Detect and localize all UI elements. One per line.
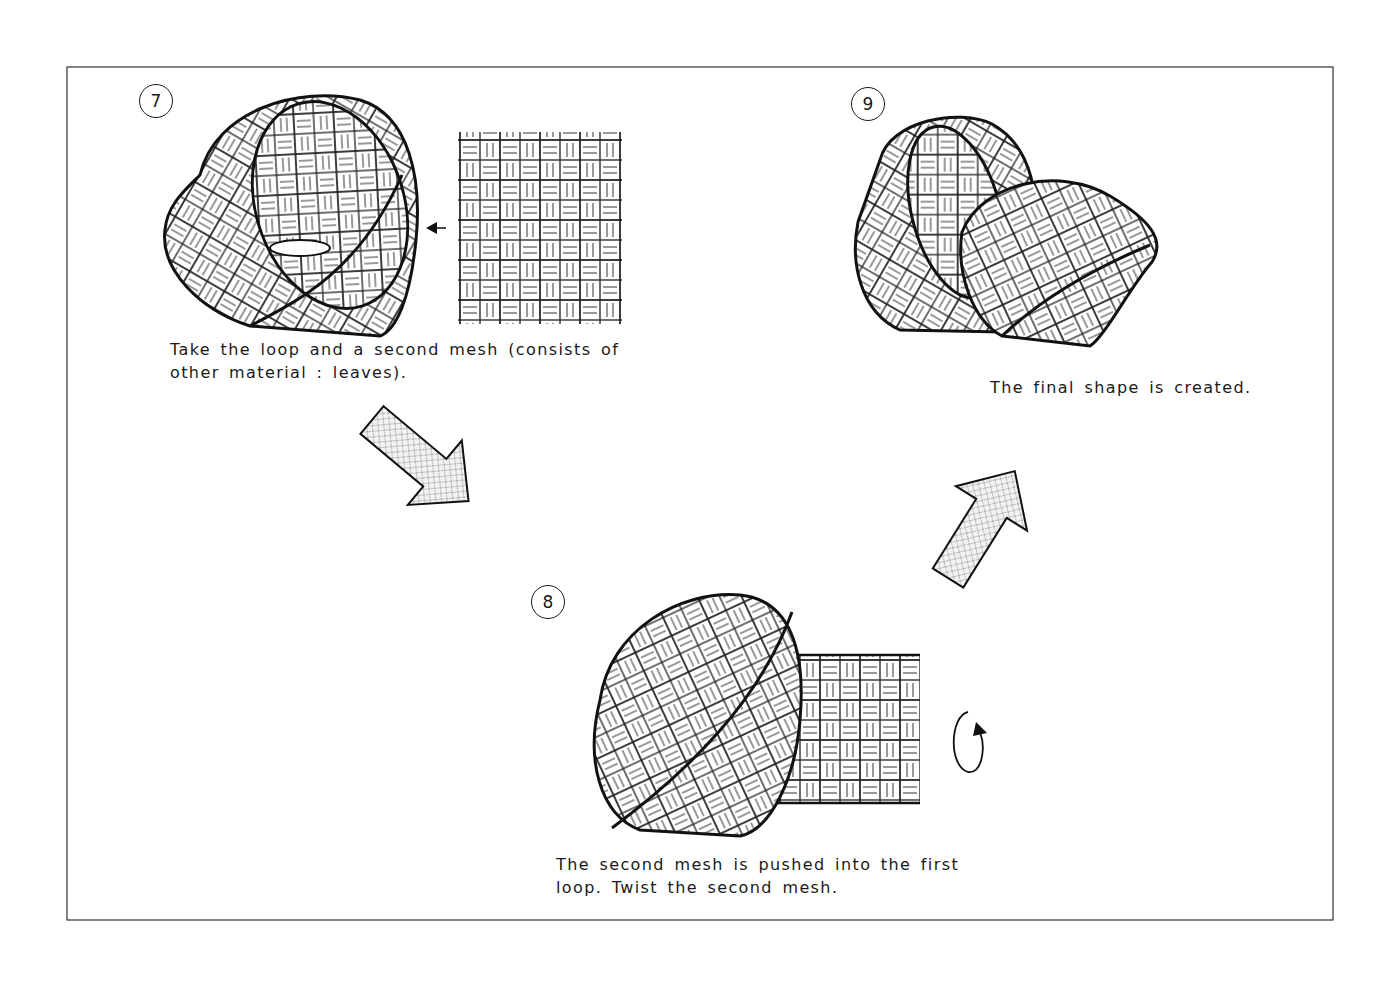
final-woven-shape xyxy=(855,116,1157,346)
step-number-circle: 8 xyxy=(531,585,565,619)
step-number: 9 xyxy=(863,96,874,113)
step-number: 7 xyxy=(151,93,162,110)
twist-arrow xyxy=(954,712,987,772)
step-caption-box: The final shape is created. xyxy=(990,376,1310,399)
step-caption: The final shape is created. xyxy=(990,378,1251,397)
woven-loop xyxy=(165,81,434,336)
step-caption: Take the loop and a second mesh (consist… xyxy=(170,340,619,382)
flow-arrow xyxy=(345,388,496,533)
step-caption-box: Take the loop and a second mesh (consist… xyxy=(170,338,650,384)
step-number: 8 xyxy=(543,594,554,611)
step-caption: The second mesh is pushed into the first… xyxy=(556,855,959,897)
step-number-circle: 7 xyxy=(139,84,173,118)
woven-loop-with-mesh xyxy=(594,595,920,836)
page-frame xyxy=(67,67,1333,920)
step-caption-box: The second mesh is pushed into the first… xyxy=(556,853,976,899)
step-number-circle: 9 xyxy=(851,87,885,121)
flow-arrow xyxy=(912,449,1050,600)
leaf-mesh xyxy=(426,132,622,324)
